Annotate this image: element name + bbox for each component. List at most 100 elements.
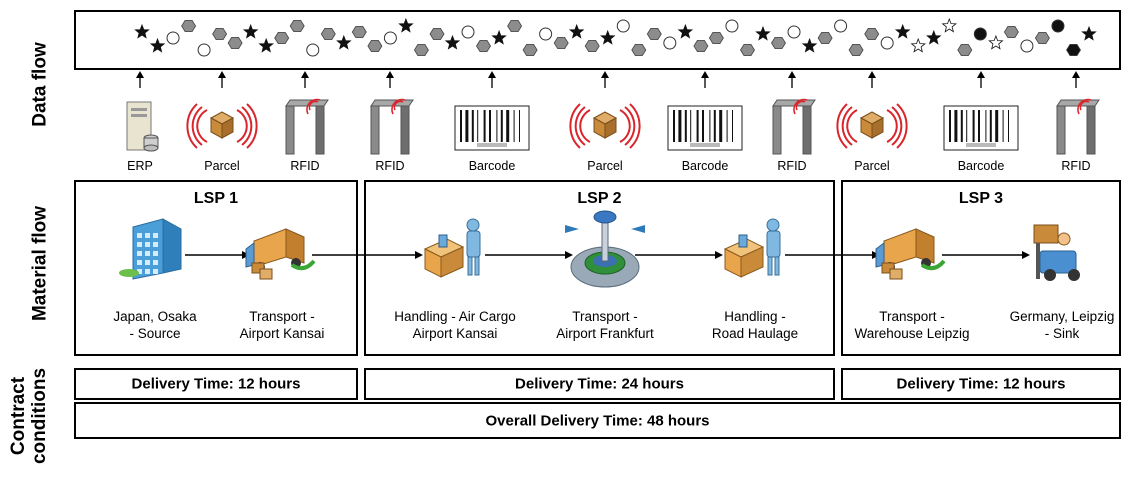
data-token-hexagon [227,36,243,49]
erp-server-icon [126,101,159,152]
node-label-line1: Handling - Air Cargo [394,309,516,324]
data-token-star [491,29,507,45]
data-token-star [926,29,942,45]
data-token-hexagon [693,39,709,52]
device-label: ERP [127,159,153,173]
material-node-label: Transport - Airport Frankfurt [530,308,680,342]
contract-lsp2-text: Delivery Time: 24 hours [515,375,684,393]
rfid-parcel-icon [569,103,641,149]
device-label: RFID [290,159,320,173]
data-token-hexagon [817,31,833,44]
data-token-hexagon [351,25,367,39]
data-token-hexagon [476,39,491,52]
arrow-head [788,71,796,78]
node-label-line1: Handling - [724,309,786,324]
contract-lsp3-text: Delivery Time: 12 hours [896,375,1066,393]
node-label-line1: Japan, Osaka [113,309,197,324]
data-token-hexagon [1034,31,1050,44]
contract-lsp2: Delivery Time: 24 hours [364,368,835,400]
data-token-hexagon [771,36,786,49]
data-token-hexagon [522,44,538,56]
arrow-head [977,71,985,78]
data-token-stream [134,17,1097,57]
airport-icon [565,210,645,288]
data-token-circle [197,43,211,57]
data-token-circle [539,27,553,41]
data-token-star [894,23,911,39]
data-token-star [755,25,771,41]
data-token-circle [306,43,320,57]
data-stream-band [74,10,1121,70]
device-label: Parcel [854,159,890,173]
lsp1-title: LSP 1 [193,190,239,207]
data-token-circle [787,25,801,39]
data-token-star [1081,25,1097,41]
data-token-hexagon [181,19,197,33]
node-label-line1: Transport - [249,309,315,324]
data-token-circle [1051,19,1065,33]
data-token-circle [616,19,630,33]
data-token-circle [663,36,677,50]
data-token-circle [834,19,848,33]
barcode-icon [943,105,1019,151]
data-token-circle [880,36,894,50]
data-token-star [149,37,166,53]
data-token-star [568,23,585,39]
contract-overall-text: Overall Delivery Time: 48 hours [485,412,710,429]
device-label: Parcel [587,159,623,173]
data-token-star [801,37,818,53]
data-token-hexagon [507,19,523,33]
barcode-icon [454,105,530,151]
rfid-gate-icon [285,98,329,155]
data-token-star [242,23,259,39]
data-token-hexagon [631,44,647,56]
device-label: RFID [375,159,405,173]
arrow-head [868,71,876,78]
material-node-label: Transport -Warehouse Leipzig [837,308,987,342]
data-token-hexagon [708,31,724,44]
node-label-line1: Germany, Leipzig [1009,309,1115,324]
data-token-circle [973,27,987,41]
data-token-hexagon [289,19,305,33]
rfid-parcel-icon [836,103,908,149]
lsp2-title: LSP 2 [577,190,622,207]
data-token-hexagon [1003,25,1019,39]
contract-lsp1: Delivery Time: 12 hours [74,368,358,400]
delivery-truck-icon [875,228,946,280]
delivery-truck-icon [245,228,316,280]
data-token-hexagon [367,39,383,52]
device-label: Barcode [681,159,729,173]
package-handler-icon [423,218,481,278]
data-token-open-star [988,34,1004,50]
rfid-gate-icon [370,98,414,155]
node-label-line2: Airport Frankfurt [556,326,654,341]
material-node-label: Japan, Osaka- Source [80,308,230,342]
arrow-head [301,71,309,78]
data-token-hexagon [413,44,429,56]
node-label-line2: Road Haulage [711,326,799,341]
contract-lsp1-text: Delivery Time: 12 hours [131,375,301,393]
data-token-star [134,23,150,39]
node-label-line1: Transport - [572,309,638,324]
arrow-head [565,251,573,259]
arrow-head [1072,71,1080,78]
data-token-star [600,29,616,45]
material-node-label: Handling - Road Haulage [680,308,830,342]
device-label: RFID [777,159,807,173]
data-token-hexagon [320,27,336,41]
device-label: RFID [1061,159,1091,173]
node-label-line2: Airport Kansai [239,326,325,341]
arrow-head [386,71,394,78]
data-token-hexagon [584,39,600,52]
data-token-open-star [910,37,926,53]
data-token-star [398,17,414,33]
data-token-open-star [941,17,957,33]
device-label: Barcode [468,159,516,173]
node-label-line1: Transport - [879,309,945,324]
data-token-star [336,34,352,50]
data-token-hexagon [740,44,755,56]
forklift-icon [1033,224,1080,281]
data-token-hexagon [1066,44,1081,56]
data-token-circle [1020,39,1034,53]
